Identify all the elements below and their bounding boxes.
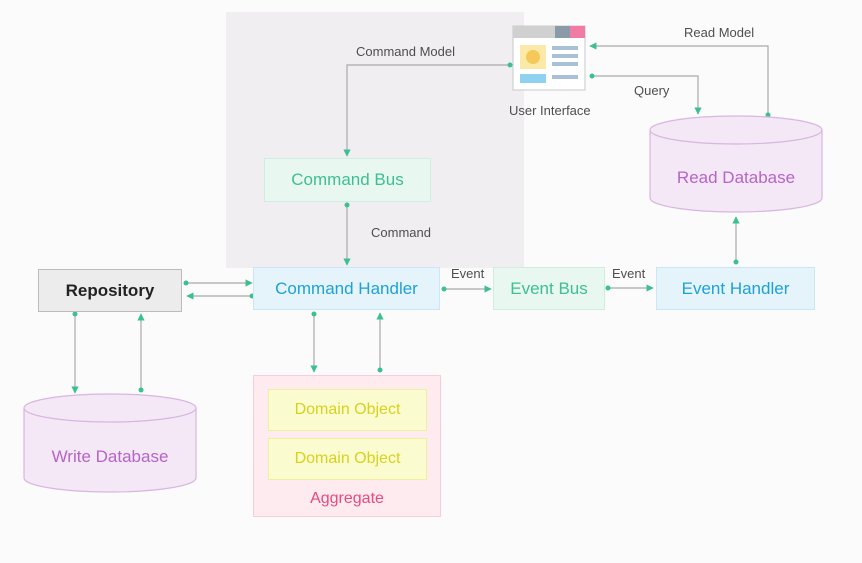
domain-object-box: Domain Object: [268, 389, 427, 431]
repository-box: Repository: [38, 269, 182, 312]
event-label: Event: [612, 266, 646, 281]
command-label: Command: [371, 225, 431, 240]
aggregate-box: Domain Object Domain Object Aggregate: [253, 375, 441, 517]
read-database-label: Read Database: [676, 168, 796, 187]
user-interface-label: User Interface: [509, 103, 591, 118]
command-side-background: [226, 12, 524, 268]
query-line: [592, 75, 702, 115]
command-bus-box: Command Bus: [264, 158, 431, 202]
browser-window-icon: [512, 25, 586, 91]
event-handler-box: Event Handler: [656, 267, 815, 310]
command-handler-box: Command Handler: [253, 267, 440, 310]
aggregate-label: Aggregate: [310, 490, 384, 507]
write-database-cylinder: [23, 393, 197, 493]
domain-object-box: Domain Object: [268, 438, 427, 480]
event-label: Event: [451, 266, 485, 281]
event-bus-box: Event Bus: [493, 267, 605, 310]
read-model-label: Read Model: [684, 25, 755, 40]
query-label: Query: [634, 83, 670, 98]
read-model-line: [589, 42, 769, 115]
command-model-label: Command Model: [356, 44, 455, 59]
read-database-cylinder: [649, 115, 823, 213]
write-database-label: Write Database: [51, 447, 169, 466]
command-model-line: [343, 64, 510, 157]
